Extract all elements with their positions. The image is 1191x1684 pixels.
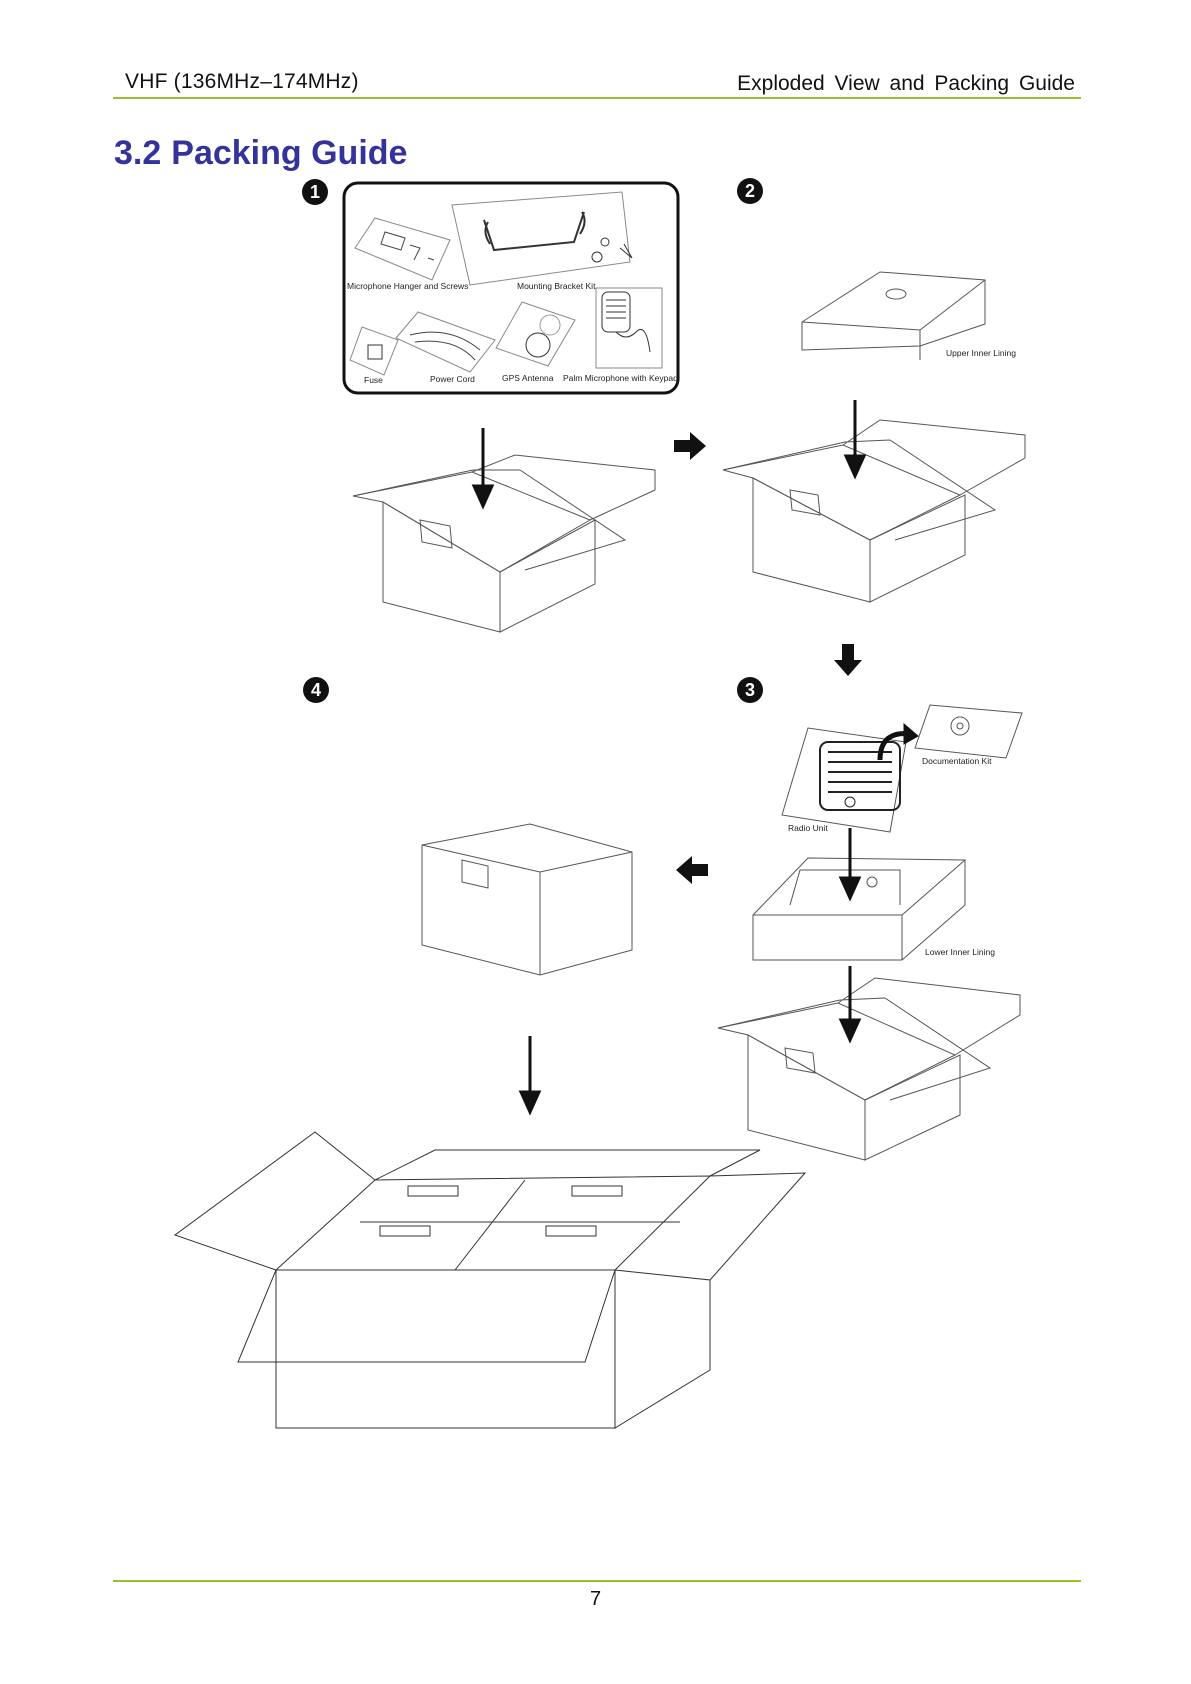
arrow-down: [834, 644, 862, 676]
label-gps-antenna: GPS Antenna: [502, 373, 554, 383]
svg-text:3: 3: [745, 680, 755, 700]
step-badge-3: 3: [737, 677, 763, 703]
label-documentation-kit: Documentation Kit: [922, 756, 992, 766]
open-box-step-2: [723, 420, 1025, 602]
open-box-step-1: [353, 455, 655, 632]
page-number: 7: [0, 1588, 1191, 1611]
closed-box: [422, 824, 632, 975]
step-badge-4: 4: [303, 677, 329, 703]
svg-text:1: 1: [310, 182, 320, 202]
footer-rule: [113, 1580, 1081, 1582]
step-badge-1: 1: [302, 179, 328, 205]
label-upper-lining: Upper Inner Lining: [946, 348, 1016, 358]
label-lower-lining: Lower Inner Lining: [925, 947, 995, 957]
arrow-right: [674, 432, 706, 460]
label-radio-unit: Radio Unit: [788, 823, 828, 833]
step-badge-2: 2: [737, 178, 763, 204]
label-mic-hanger: Microphone Hanger and Screws: [347, 281, 468, 291]
shipping-carton: [175, 1132, 805, 1428]
upper-inner-lining: [802, 272, 985, 360]
svg-text:4: 4: [311, 680, 321, 700]
label-power-cord: Power Cord: [430, 374, 475, 384]
radio-unit: [782, 728, 906, 832]
lower-inner-lining: [753, 858, 965, 960]
open-box-step-3: [718, 978, 1020, 1160]
label-fuse: Fuse: [364, 375, 383, 385]
label-bracket-kit: Mounting Bracket Kit: [517, 281, 596, 291]
svg-text:2: 2: [745, 181, 755, 201]
label-palm-mic: Palm Microphone with Keypad: [563, 373, 678, 383]
documentation-kit: [915, 705, 1022, 758]
arrow-left: [676, 856, 708, 884]
